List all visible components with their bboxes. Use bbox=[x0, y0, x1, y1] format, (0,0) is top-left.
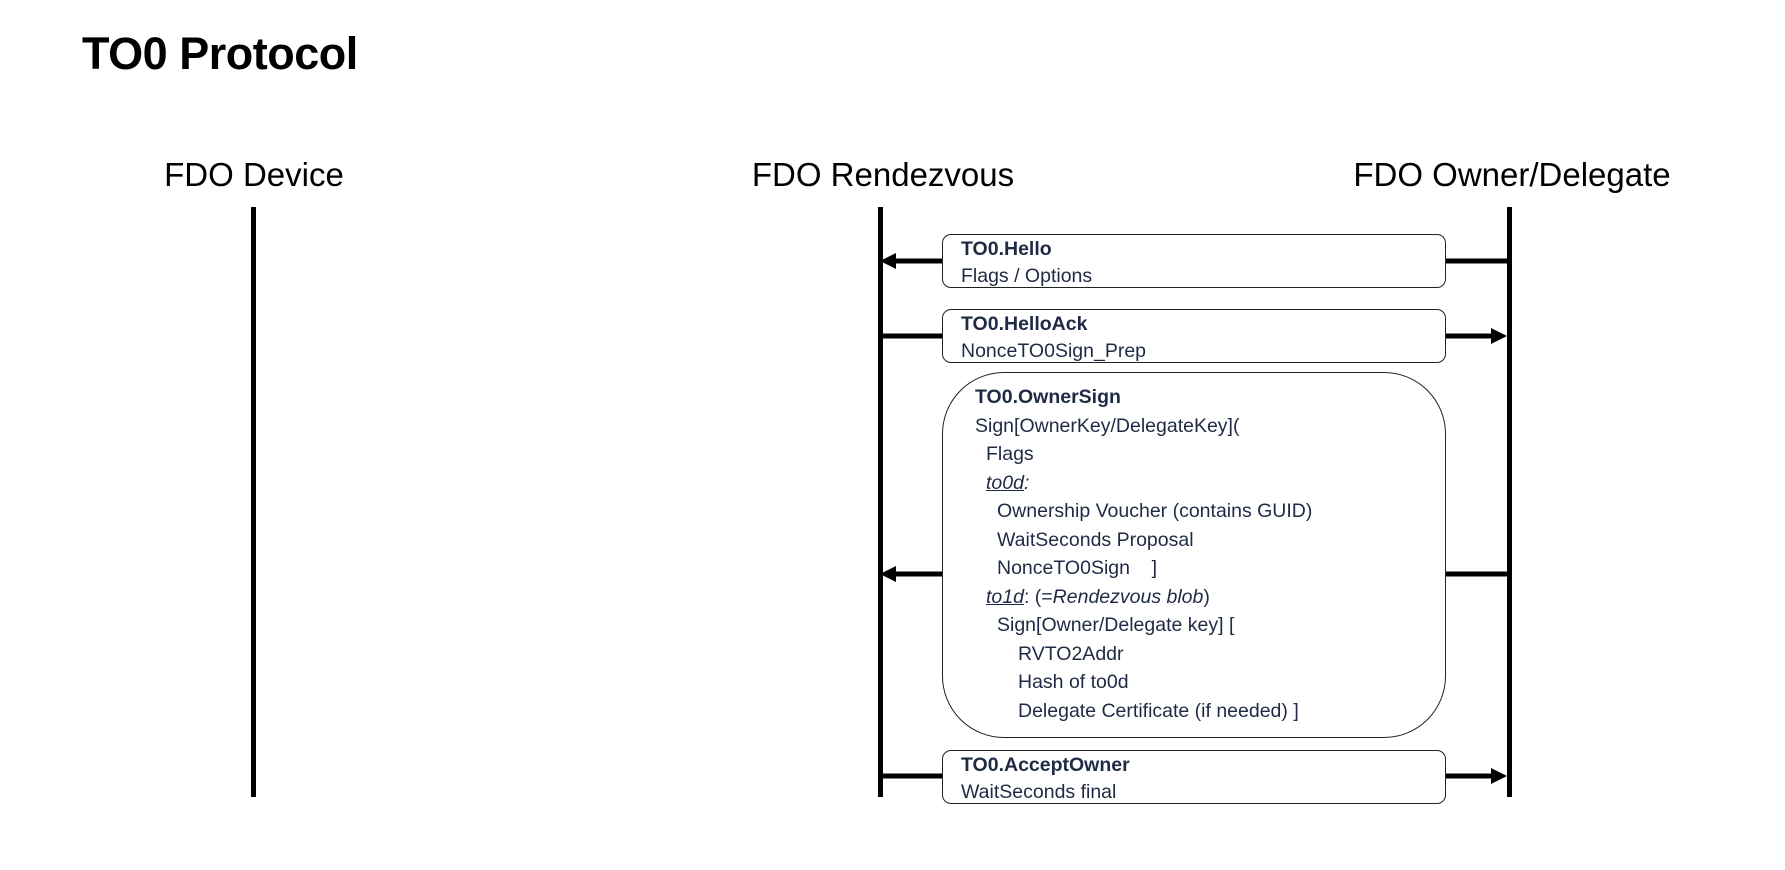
owner-sign-line: RVTO2Addr bbox=[1018, 642, 1124, 665]
lifeline-rendezvous bbox=[878, 207, 883, 797]
owner-sign-line: to1d: (=Rendezvous blob) bbox=[975, 583, 1445, 612]
message-detail: WaitSeconds final bbox=[961, 781, 1117, 803]
lane-label-device: FDO Device bbox=[164, 156, 344, 193]
message-name: TO0.AcceptOwner bbox=[961, 754, 1130, 776]
arrowhead-owner-sign bbox=[880, 566, 896, 582]
arrowhead-hello bbox=[880, 253, 896, 269]
owner-sign-line: to0d: bbox=[975, 469, 1445, 498]
message-hello: TO0.Hello Flags / Options bbox=[942, 234, 1446, 288]
to1d-colon: : (= bbox=[1023, 585, 1053, 608]
owner-sign-line: NonceTO0Sign ] bbox=[997, 557, 1158, 579]
owner-sign-line: Flags bbox=[986, 443, 1034, 465]
owner-sign-line: Sign[OwnerKey/DelegateKey]( bbox=[975, 414, 1240, 437]
owner-sign-line: Sign[Owner/Delegate key] [ bbox=[997, 614, 1235, 636]
to1d-close: ) bbox=[1203, 585, 1210, 608]
message-hello-ack: TO0.HelloAck NonceTO0Sign_Prep bbox=[942, 309, 1446, 363]
to0d-label: to0d bbox=[986, 471, 1024, 494]
message-detail: NonceTO0Sign_Prep bbox=[961, 340, 1147, 362]
lane-label-rendezvous: FDO Rendezvous bbox=[751, 156, 1015, 193]
lane-label-owner: FDO Owner/Delegate bbox=[1353, 156, 1671, 193]
lifeline-owner bbox=[1507, 207, 1512, 797]
message-name: TO0.HelloAck bbox=[961, 313, 1088, 335]
to0d-colon: : bbox=[1023, 471, 1030, 494]
owner-sign-line: Delegate Certificate (if needed) ] bbox=[1018, 699, 1299, 722]
owner-sign-line: Hash of to0d bbox=[1018, 671, 1129, 693]
lifeline-device bbox=[251, 207, 256, 797]
arrowhead-accept-owner bbox=[1491, 768, 1507, 784]
message-accept-owner: TO0.AcceptOwner WaitSeconds final bbox=[942, 750, 1446, 804]
to1d-label: to1d bbox=[986, 585, 1024, 608]
message-detail: Flags / Options bbox=[961, 265, 1093, 287]
page-title: TO0 Protocol bbox=[82, 28, 358, 79]
message-owner-sign: TO0.OwnerSign Sign[OwnerKey/DelegateKey]… bbox=[942, 372, 1446, 738]
message-name: TO0.Hello bbox=[961, 238, 1052, 260]
owner-sign-line: Ownership Voucher (contains GUID) bbox=[997, 500, 1313, 522]
arrowhead-hello-ack bbox=[1491, 328, 1507, 344]
message-name: TO0.OwnerSign bbox=[975, 386, 1121, 408]
owner-sign-line: WaitSeconds Proposal bbox=[997, 528, 1194, 551]
to1d-blob: Rendezvous blob bbox=[1052, 585, 1204, 608]
